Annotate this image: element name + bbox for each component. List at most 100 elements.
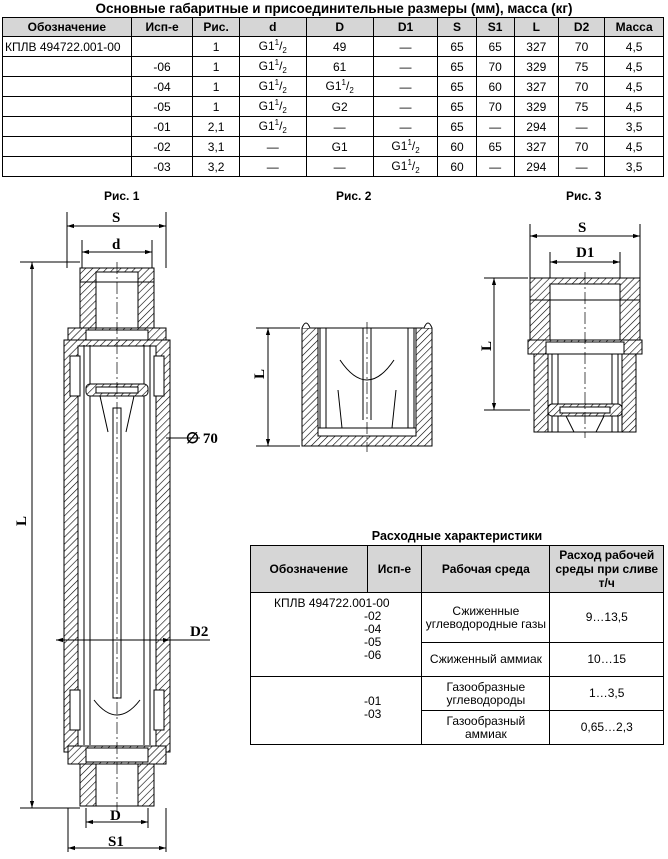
cell-value: -01 bbox=[153, 119, 171, 134]
group2-code: -01 bbox=[364, 694, 382, 708]
fraction-denominator: 2 bbox=[282, 46, 287, 55]
cell-value: — bbox=[333, 119, 346, 134]
group2-codes: -01 -03 bbox=[249, 676, 423, 745]
col-header: D bbox=[305, 17, 374, 37]
cell-value: — bbox=[399, 99, 412, 114]
cell-value: — bbox=[489, 159, 502, 174]
page-title: Основные габаритные и присоединительные … bbox=[95, 1, 573, 16]
col-header: Рабочая среда bbox=[421, 545, 551, 593]
fig1-label-d: d bbox=[112, 237, 121, 253]
table-cell-s1: — bbox=[475, 156, 515, 177]
cell-value: -06 bbox=[153, 59, 171, 74]
cell-value: 327 bbox=[526, 79, 547, 94]
cell-value: G1 bbox=[258, 59, 275, 73]
table-header-row: Обозначение Исп-е Рабочая среда Расход р… bbox=[250, 545, 664, 593]
fig1-label-s1: S1 bbox=[108, 834, 124, 850]
cell-value: КПЛВ 494722.001-00 bbox=[5, 39, 121, 54]
cell-value: 70 bbox=[574, 139, 589, 154]
table-cell-d2: — bbox=[557, 156, 606, 177]
cell-value: -03 bbox=[153, 159, 171, 174]
group2-code: -03 bbox=[364, 707, 382, 721]
cell-value: 60 bbox=[450, 159, 464, 174]
fig2-label-l: L bbox=[252, 369, 268, 379]
fig3-label-s: S bbox=[578, 220, 586, 236]
rate-cell: 9…13,5 bbox=[549, 592, 664, 643]
fraction-numerator: 1 bbox=[274, 58, 280, 67]
group1-code: КПЛВ 494722.001-00 bbox=[274, 596, 390, 610]
fraction-denominator: 2 bbox=[415, 146, 420, 155]
fig1-label-s: S bbox=[112, 210, 120, 226]
cell-value: G1 bbox=[258, 119, 275, 133]
cell-value: G2 bbox=[331, 99, 348, 114]
fraction-numerator: 1 bbox=[341, 78, 346, 87]
cell-value: 3,1 bbox=[207, 139, 225, 154]
col-header: Расход рабочей среды при сливе т/ч bbox=[549, 545, 664, 593]
cell-value: 65 bbox=[488, 39, 502, 54]
cell-value: 329 bbox=[526, 99, 547, 114]
cell-value: 49 bbox=[332, 39, 347, 54]
cell-value: — bbox=[399, 59, 412, 74]
col-header: D1 bbox=[372, 17, 439, 37]
fraction-slash: / bbox=[279, 39, 283, 53]
cell-value: 4,5 bbox=[625, 99, 643, 114]
cell-value: 294 bbox=[526, 159, 547, 174]
medium-cell: Сжиженные углеводородные газы bbox=[421, 592, 551, 643]
cell-value: -02 bbox=[153, 139, 171, 154]
fig2-drawing bbox=[256, 322, 433, 452]
fraction-numerator: 1 bbox=[407, 158, 412, 167]
flow-table-title: Расходные характеристики bbox=[371, 529, 543, 543]
cell-value: 65 bbox=[450, 119, 464, 134]
cell-value: 1 bbox=[212, 99, 220, 114]
fraction-denominator: 2 bbox=[415, 166, 420, 175]
table-row: Сжиженный аммиак 10…15 bbox=[251, 642, 664, 677]
table-row: -01 -03 Газообразные углеводороды 1…3,5 bbox=[249, 676, 664, 745]
fraction-denominator: 2 bbox=[282, 66, 287, 75]
medium-cell: Сжиженный аммиак bbox=[421, 642, 551, 677]
cell-value: 327 bbox=[526, 39, 547, 54]
group1-code: -06 bbox=[364, 648, 382, 662]
cell-value: 70 bbox=[574, 79, 589, 94]
table-row: КПЛВ 494722.001-00 -02 -04 -05 -06 Сжиже… bbox=[249, 592, 664, 677]
cell-value: — bbox=[266, 159, 279, 174]
col-header: S1 bbox=[475, 17, 515, 37]
cell-value: G1 bbox=[331, 139, 348, 154]
cell-value: -04 bbox=[153, 79, 171, 94]
cell-value: 327 bbox=[526, 139, 547, 154]
table-cell-d: G11/2 bbox=[238, 96, 307, 117]
cell-value: — bbox=[399, 79, 412, 94]
fig1-label-dia70: ∅ 70 bbox=[186, 431, 218, 447]
cell-value: — bbox=[266, 139, 279, 154]
rate-cell: 1…3,5 bbox=[549, 676, 664, 711]
cell-value: 4,5 bbox=[625, 139, 643, 154]
table-cell-mass: 3,5 bbox=[604, 116, 664, 137]
fig3-drawing bbox=[484, 224, 643, 438]
table-cell-l: 327 bbox=[513, 76, 559, 97]
cell-value: 1 bbox=[212, 59, 220, 74]
cell-value: 70 bbox=[574, 39, 589, 54]
fig3-label-l: L bbox=[479, 341, 495, 351]
cell-value: 75 bbox=[574, 59, 589, 74]
table-row: Газообразный аммиак 0,65…2,3 bbox=[251, 710, 664, 745]
fraction-numerator: 1 bbox=[407, 138, 412, 147]
group1-code: -05 bbox=[364, 635, 382, 649]
cell-value: 65 bbox=[488, 139, 502, 154]
col-header: Обозначение bbox=[250, 545, 368, 593]
fig3-caption: Рис. 3 bbox=[566, 189, 602, 203]
group1-code: -04 bbox=[364, 622, 382, 636]
fig1-label-l: L bbox=[14, 516, 30, 526]
col-header: Исп-е bbox=[366, 545, 423, 593]
fig3-label-d1: D1 bbox=[576, 245, 594, 261]
cell-value: 60 bbox=[450, 139, 464, 154]
table-cell-designation bbox=[2, 156, 132, 177]
cell-value: G1 bbox=[258, 79, 275, 93]
fraction-numerator: 1 bbox=[274, 78, 280, 87]
cell-value: 3,2 bbox=[207, 159, 225, 174]
cell-value: 3,5 bbox=[625, 159, 643, 174]
fraction-denominator: 2 bbox=[282, 86, 287, 95]
fraction-slash: / bbox=[411, 139, 416, 153]
cell-value: 65 bbox=[450, 99, 464, 114]
fig1-label-bigd: D bbox=[110, 808, 121, 824]
col-header: Исп-е bbox=[130, 17, 194, 37]
